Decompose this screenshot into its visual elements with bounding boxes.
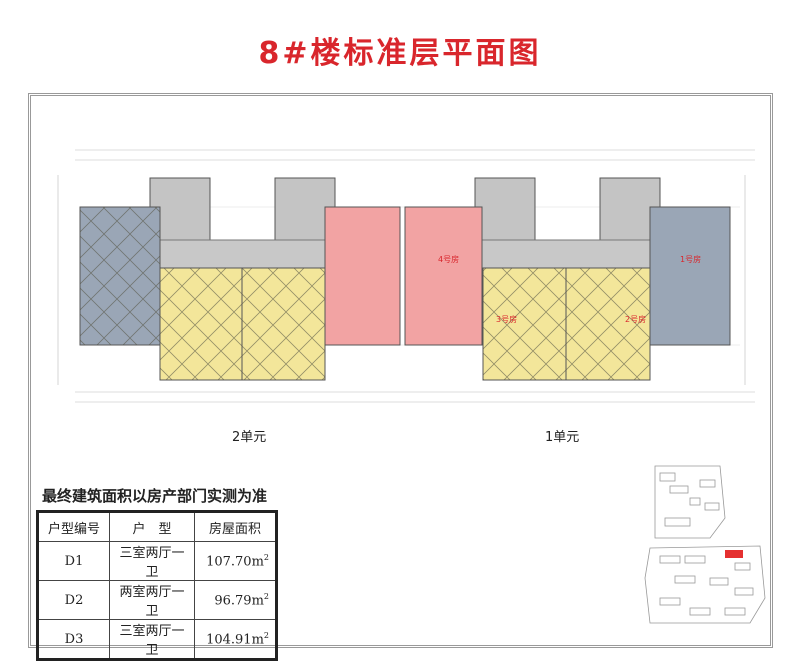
table-row: D1 三室两厅一卫 107.70m2 bbox=[37, 541, 277, 581]
apartment-blue bbox=[649, 206, 731, 346]
apartment-pink bbox=[324, 206, 401, 346]
site-outline bbox=[644, 465, 766, 624]
cell-type: 三室两厅一卫 bbox=[109, 619, 195, 660]
unit-2-label: 2单元 bbox=[232, 430, 267, 445]
area-unit-exponent: 2 bbox=[263, 552, 269, 562]
area-value: 104.91m bbox=[206, 632, 264, 648]
floor-plan: 4号房 3号房 2号房 1号房 bbox=[57, 149, 755, 403]
hatch-overlay bbox=[80, 207, 160, 345]
cell-code: D2 bbox=[37, 580, 110, 620]
area-value: 96.79m bbox=[214, 593, 264, 609]
room-label: 3号房 bbox=[496, 314, 517, 324]
unit-2-plan bbox=[79, 177, 401, 381]
unit-area-table: 户型编号 户 型 房屋面积 D1 三室两厅一卫 107.70m2 D2 两室两厅… bbox=[36, 510, 278, 661]
cell-area: 96.79m2 bbox=[194, 580, 277, 620]
area-unit-exponent: 2 bbox=[263, 591, 269, 601]
cell-type: 两室两厅一卫 bbox=[109, 580, 195, 620]
drawing-frame bbox=[28, 93, 773, 648]
corridor bbox=[479, 239, 661, 271]
table-row: D2 两室两厅一卫 96.79m2 bbox=[37, 580, 277, 620]
unit-1-label: 1单元 bbox=[545, 430, 580, 445]
table-row: D3 三室两厅一卫 104.91m2 bbox=[37, 619, 277, 660]
cell-area: 104.91m2 bbox=[194, 619, 277, 660]
apartment-pink bbox=[404, 206, 483, 346]
unit-1-plan bbox=[404, 177, 731, 381]
room-label: 1号房 bbox=[680, 254, 701, 264]
room-label: 2号房 bbox=[625, 314, 646, 324]
header-area: 房屋面积 bbox=[194, 511, 277, 542]
cell-area: 107.70m2 bbox=[194, 541, 277, 581]
area-note: 最终建筑面积以房产部门实测为准 bbox=[42, 487, 268, 505]
table-header-row: 户型编号 户 型 房屋面积 bbox=[37, 511, 277, 542]
cell-type: 三室两厅一卫 bbox=[109, 541, 195, 581]
site-location-map bbox=[644, 465, 766, 624]
cell-code: D1 bbox=[37, 541, 110, 581]
area-value: 107.70m bbox=[206, 554, 264, 570]
header-type: 户 型 bbox=[109, 511, 195, 542]
room-label: 4号房 bbox=[438, 254, 459, 264]
area-unit-exponent: 2 bbox=[263, 630, 269, 640]
cell-code: D3 bbox=[37, 619, 110, 660]
header-code: 户型编号 bbox=[37, 511, 110, 542]
page-title: 8#楼标准层平面图 bbox=[258, 36, 542, 71]
corridor bbox=[149, 239, 331, 271]
building-8-marker bbox=[725, 550, 743, 558]
